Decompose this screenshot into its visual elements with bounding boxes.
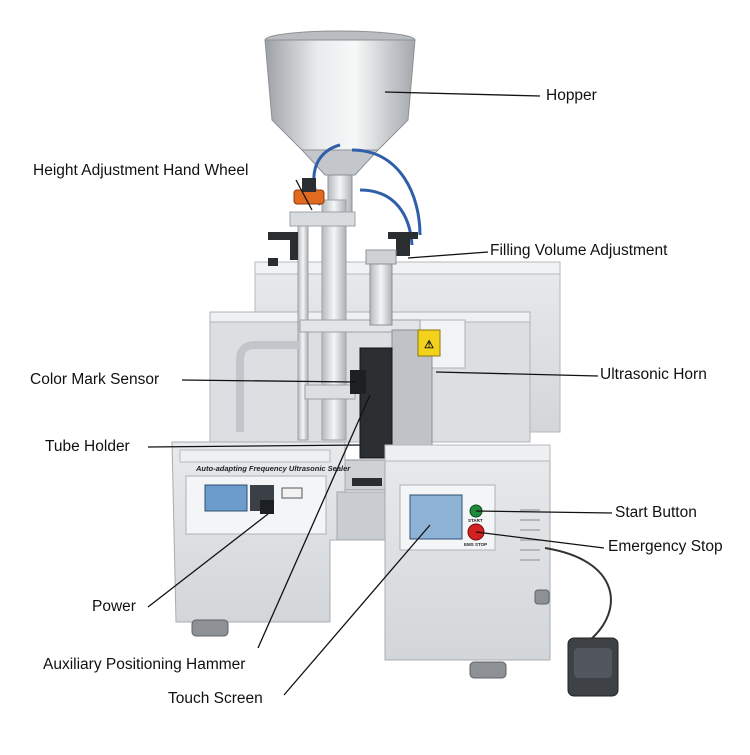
ems-stop-text: EMS STOP <box>464 542 488 547</box>
hopper <box>264 30 416 221</box>
label-tube-holder: Tube Holder <box>45 438 130 455</box>
svg-text:⚠: ⚠ <box>424 339 434 351</box>
filling-volume-knob <box>388 232 418 256</box>
vent-slots <box>520 509 540 561</box>
label-start-button: Start Button <box>615 504 697 521</box>
leader-lines <box>147 91 613 696</box>
panel-title: Auto-adapting Frequency Ultrasonic Seale… <box>196 464 351 473</box>
label-emergency-stop: Emergency Stop <box>608 538 723 555</box>
column <box>289 199 421 441</box>
label-hopper: Hopper <box>546 87 597 104</box>
label-color-mark-sensor: Color Mark Sensor <box>30 371 160 388</box>
label-power: Power <box>92 598 136 615</box>
left-cabinet <box>171 441 346 623</box>
side-pipe <box>236 341 300 432</box>
label-auxiliary-positioning-hammer: Auxiliary Positioning Hammer <box>43 656 246 673</box>
center-opening <box>336 491 388 541</box>
label-filling-volume-adjustment: Filling Volume Adjustment <box>490 242 668 259</box>
touch-screen-display <box>409 494 463 540</box>
label-ultrasonic-horn: Ultrasonic Horn <box>600 366 707 383</box>
label-height-adjustment-hand-wheel: Height Adjustment Hand Wheel <box>33 162 249 179</box>
label-touch-screen: Touch Screen <box>168 690 263 707</box>
foot-pedal <box>544 547 619 697</box>
right-cabinet <box>384 444 551 661</box>
horn-assembly: ⚠ <box>344 249 441 491</box>
hand-wheel <box>268 178 325 266</box>
casters <box>191 589 550 679</box>
start-text: START <box>468 518 483 523</box>
